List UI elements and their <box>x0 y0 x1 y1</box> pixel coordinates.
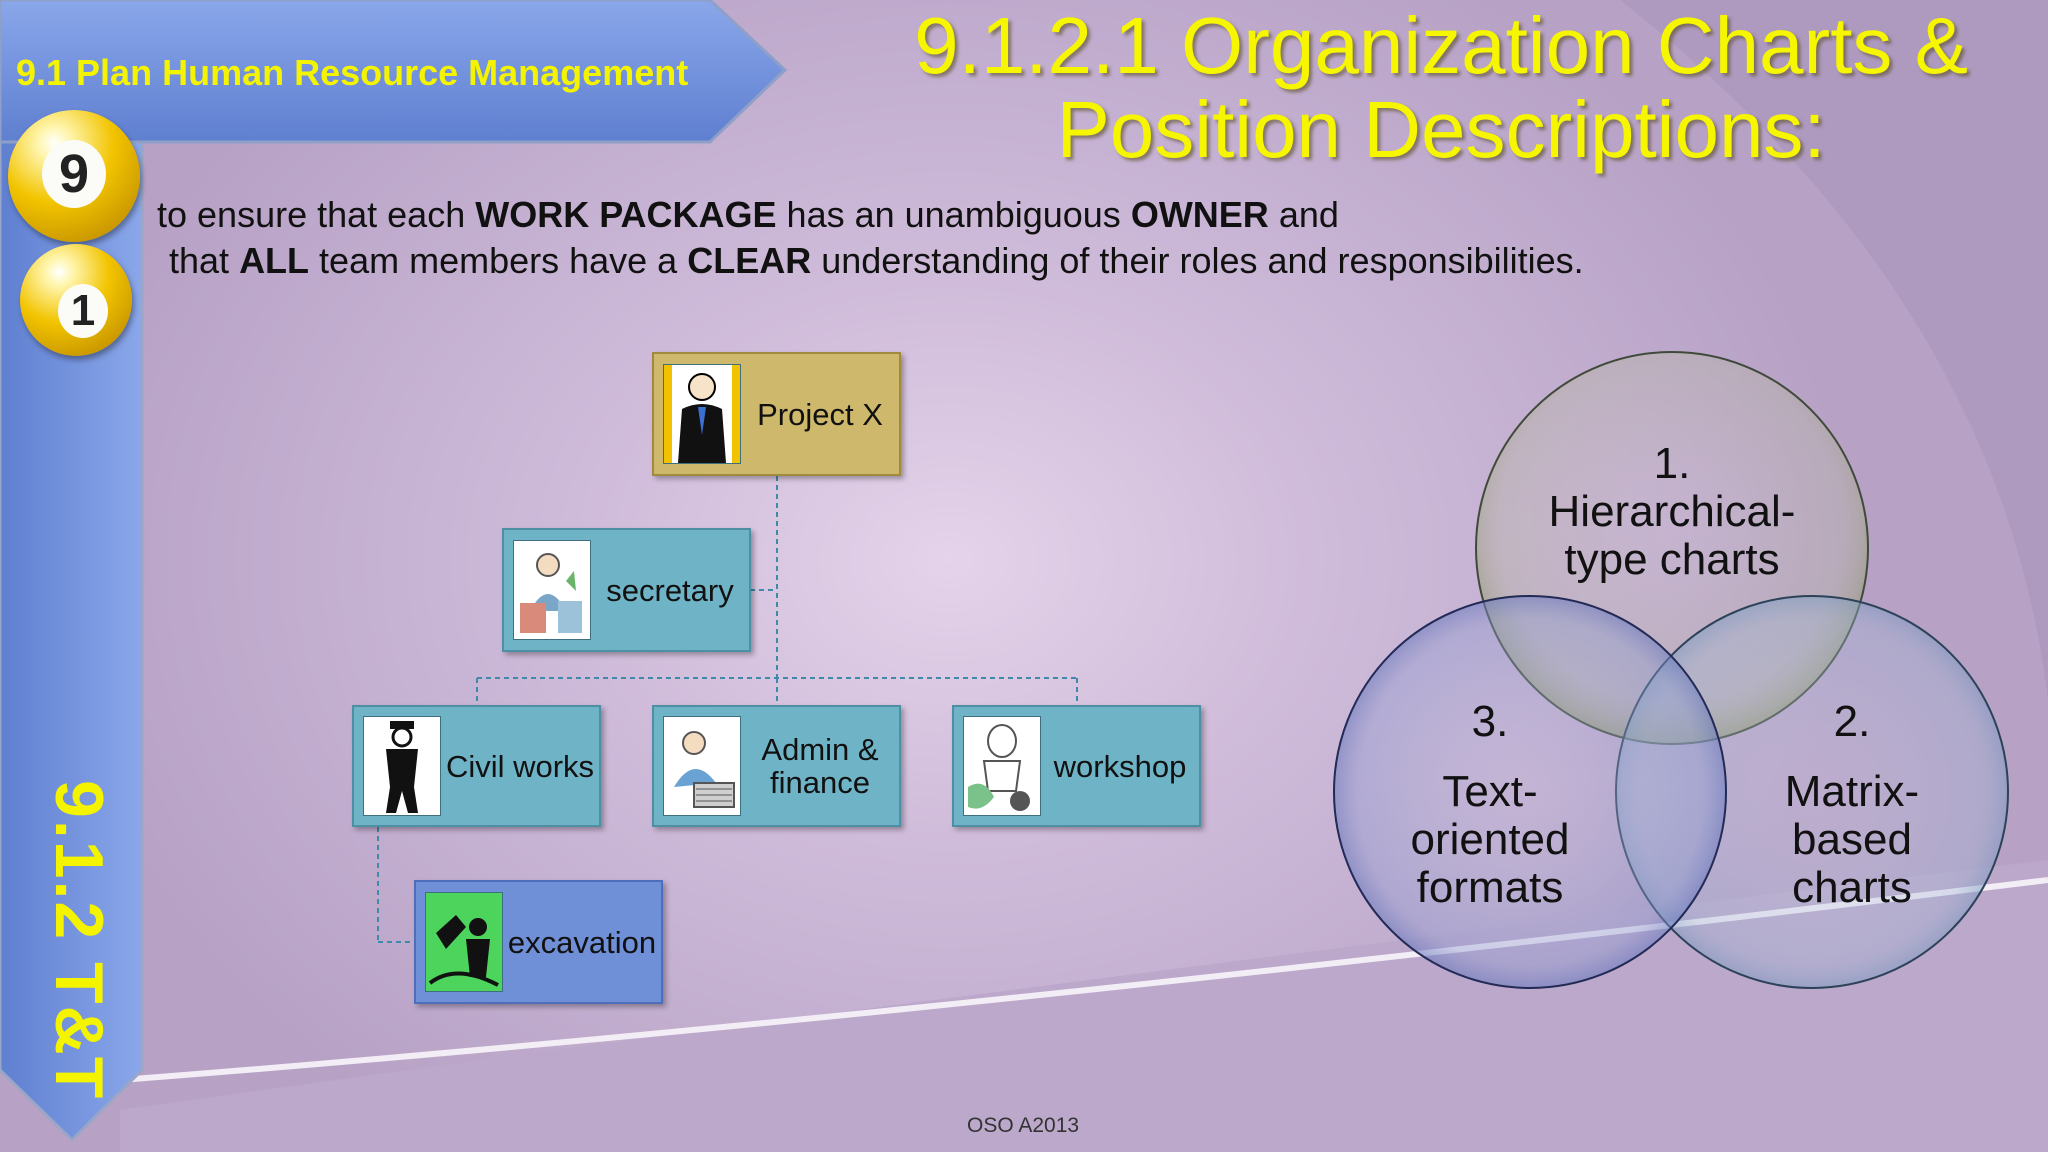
org-node-civil-works: Civil works <box>352 705 601 827</box>
venn-label-text: 3. Text- oriented formats <box>1410 697 1570 912</box>
sidebar-label: 9.1.2 T&T <box>41 780 117 1101</box>
org-node-admin-finance-label: Admin & finance <box>761 732 879 800</box>
page-title-line2: Position Descriptions: <box>1056 85 1826 174</box>
accountant-icon <box>663 716 741 816</box>
worker-icon <box>363 716 441 816</box>
section-banner-label: 9.1 Plan Human Resource Management <box>16 52 689 93</box>
workshop-icon <box>963 716 1041 816</box>
org-node-workshop: workshop <box>952 705 1201 827</box>
section-banner <box>0 0 788 144</box>
excavation-icon <box>425 892 503 992</box>
secretary-icon <box>513 540 591 640</box>
venn-label-matrix: 2. Matrix- based charts <box>1784 697 1920 912</box>
executive-icon <box>663 364 741 464</box>
ball-nine-icon: 9 <box>8 110 140 242</box>
org-node-excavation-label: excavation <box>507 924 657 960</box>
venn-circle-text <box>1333 595 1727 989</box>
org-node-project-x: Project X <box>652 352 901 476</box>
intro-text: to ensure that each WORK PACKAGE has an … <box>157 192 1584 284</box>
page-title: 9.1.2.1 Organization Charts & Position D… <box>914 4 1968 172</box>
ball-one-number: 1 <box>58 284 108 338</box>
org-node-admin-finance: Admin & finance <box>652 705 901 827</box>
venn-label-hierarchical: 1. Hierarchical- type charts <box>1548 439 1796 584</box>
page-title-line1: 9.1.2.1 Organization Charts & <box>914 1 1968 90</box>
org-node-civil-works-label: Civil works <box>445 748 595 784</box>
org-node-workshop-label: workshop <box>1053 748 1187 784</box>
ball-one-icon: 1 <box>20 244 132 356</box>
venn-diagram <box>1333 351 2009 989</box>
side-arrow-bar <box>0 100 144 1143</box>
ball-nine-number: 9 <box>42 140 106 208</box>
org-node-secretary-label: secretary <box>606 572 734 608</box>
org-node-project-x-label: Project X <box>757 396 883 432</box>
intro-line2: that ALL team members have a CLEAR under… <box>169 240 1584 281</box>
footer-credit: OSO A2013 <box>967 1114 1080 1137</box>
intro-line1: to ensure that each WORK PACKAGE has an … <box>157 194 1339 235</box>
org-node-excavation: excavation <box>414 880 663 1004</box>
org-node-secretary: secretary <box>502 528 751 652</box>
